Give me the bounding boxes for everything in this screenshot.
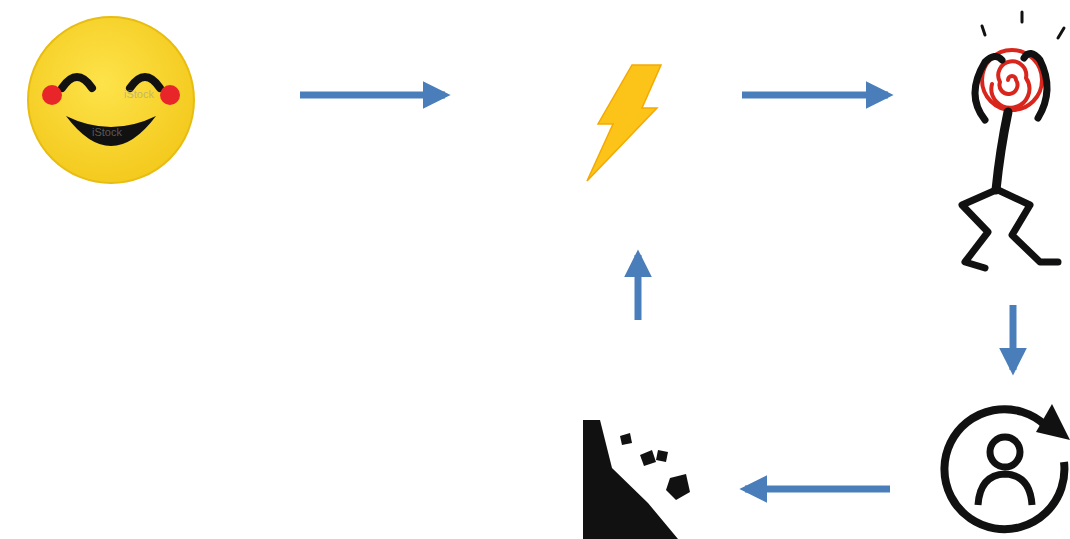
person-cycle-node (940, 400, 1070, 539)
flow-arrow (300, 92, 445, 99)
flow-arrow (1010, 305, 1017, 370)
smiley-icon (28, 17, 194, 183)
stressed-figure-icon (962, 12, 1064, 268)
flow-arrow (635, 255, 642, 320)
flow-arrow (742, 92, 888, 99)
watermark: iStock (92, 126, 122, 138)
stress-node (945, 10, 1070, 275)
cliff-node (580, 420, 690, 539)
lightning-icon (587, 65, 661, 181)
person-cycle-icon (944, 404, 1070, 529)
flow-arrow (745, 486, 890, 493)
smiley-node (22, 15, 200, 185)
watermark: iStock (124, 88, 154, 100)
cliff-icon (583, 420, 690, 539)
lightning-node (585, 65, 660, 180)
